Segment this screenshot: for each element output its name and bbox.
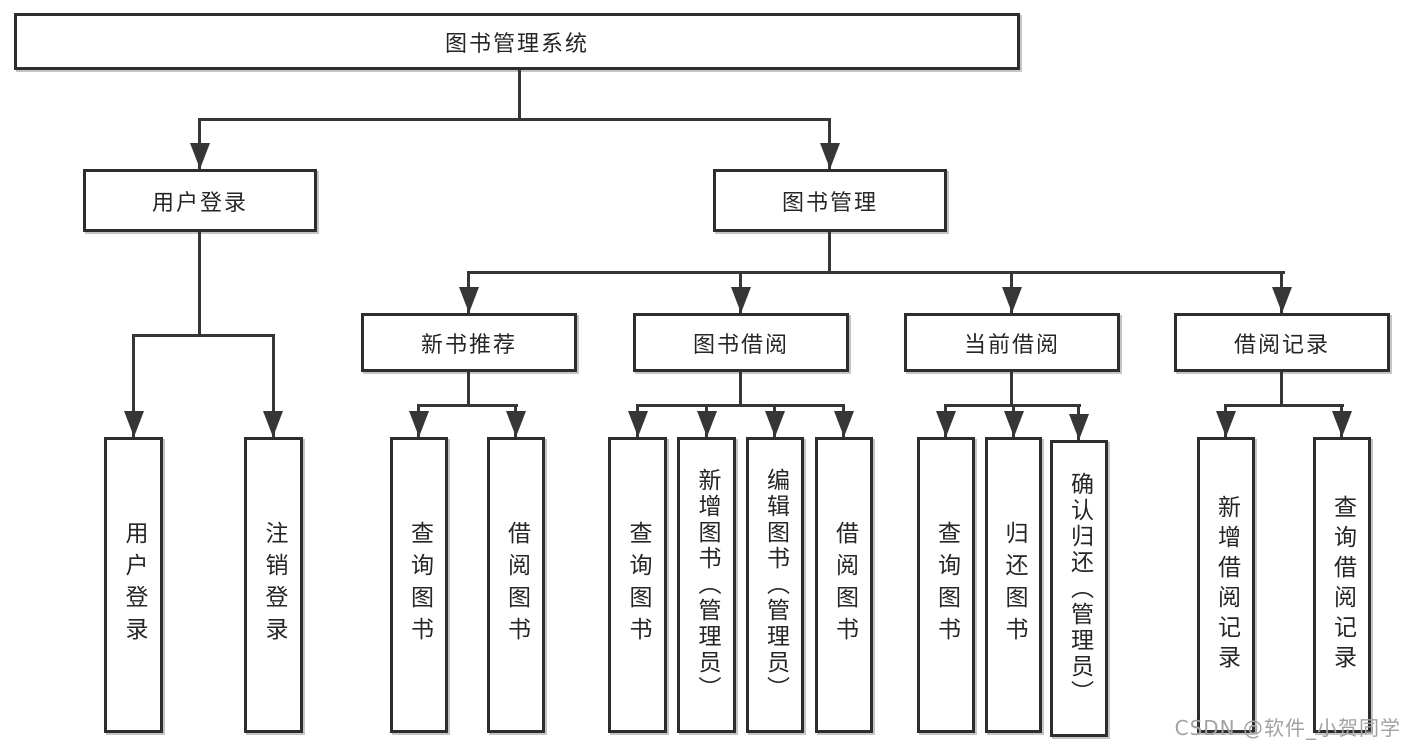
arrow-down-icon (697, 411, 717, 437)
connector-line (199, 118, 831, 121)
connector-line (1010, 372, 1013, 406)
node-label: 新增借阅记录 (1213, 495, 1240, 675)
arrow-down-icon (1272, 287, 1292, 313)
leaf-return-books: 归还图书 (985, 437, 1042, 733)
leaf-query-borrow-record: 查询借阅记录 (1313, 437, 1371, 733)
node-label: 查询图书 (625, 521, 651, 649)
node-book-borrowing: 图书借阅 (633, 313, 849, 372)
connector-line (418, 404, 518, 407)
arrow-down-icon (409, 411, 429, 437)
arrow-down-icon (124, 411, 144, 437)
node-label: 编辑图书（管理员） (762, 468, 789, 702)
node-label: 图书管理 (781, 190, 878, 216)
leaf-query-books-borrowing: 查询图书 (608, 437, 667, 733)
arrow-down-icon (1002, 287, 1022, 313)
node-current-borrowing: 当前借阅 (904, 313, 1120, 372)
node-label: 借阅图书 (503, 521, 530, 649)
leaf-query-books-recommend: 查询图书 (390, 437, 448, 733)
node-label: 用户登录 (121, 521, 147, 649)
connector-line (467, 372, 470, 406)
node-label: 查询图书 (406, 521, 433, 649)
leaf-edit-books-admin: 编辑图书（管理员） (746, 437, 804, 733)
arrow-down-icon (263, 411, 283, 437)
connector-line (828, 232, 831, 274)
arrow-down-icon (936, 411, 956, 437)
leaf-confirm-return-admin: 确认归还（管理员） (1050, 440, 1108, 737)
leaf-user-login: 用户登录 (104, 437, 163, 733)
connector-line (1225, 404, 1344, 407)
node-label: 当前借阅 (963, 332, 1060, 358)
connector-line (637, 404, 845, 407)
arrow-down-icon (765, 411, 785, 437)
leaf-add-books-admin: 新增图书（管理员） (677, 437, 736, 733)
arrow-down-icon (1216, 411, 1236, 437)
node-label: 归还图书 (1001, 521, 1027, 649)
node-label: 用户登录 (151, 190, 248, 216)
node-label: 查询图书 (933, 521, 960, 649)
node-label: 新增图书（管理员） (694, 468, 720, 702)
node-label: 图书借阅 (692, 332, 789, 358)
node-label: 查询借阅记录 (1329, 495, 1356, 675)
node-label: 新书推荐 (420, 332, 517, 358)
connector-line (739, 372, 742, 406)
connector-line (272, 334, 275, 437)
leaf-borrow-books: 借阅图书 (815, 437, 873, 733)
connector-line (133, 334, 275, 337)
node-label: 图书管理系统 (444, 31, 589, 57)
arrow-down-icon (190, 143, 210, 169)
node-label: 借阅记录 (1233, 332, 1330, 358)
node-label: 确认归还（管理员） (1066, 471, 1093, 706)
connector-line (1280, 372, 1283, 406)
connector-line (518, 70, 521, 121)
csdn-watermark: CSDN @软件_小贺同学 (1174, 716, 1401, 740)
connector-line (198, 232, 201, 336)
node-book-management: 图书管理 (713, 169, 947, 232)
node-borrow-records: 借阅记录 (1174, 313, 1390, 372)
leaf-logout: 注销登录 (244, 437, 303, 733)
arrow-down-icon (731, 287, 751, 313)
arrow-down-icon (834, 411, 854, 437)
connector-line (132, 334, 135, 437)
node-new-book-recommend: 新书推荐 (361, 313, 577, 372)
node-label: 注销登录 (261, 521, 287, 649)
arrow-down-icon (459, 287, 479, 313)
arrow-down-icon (506, 411, 526, 437)
leaf-add-borrow-record: 新增借阅记录 (1197, 437, 1255, 733)
leaf-borrow-books-recommend: 借阅图书 (487, 437, 545, 733)
leaf-query-books-current: 查询图书 (917, 437, 975, 733)
arrow-down-icon (628, 411, 648, 437)
node-library-system: 图书管理系统 (14, 13, 1020, 70)
node-label: 借阅图书 (831, 521, 858, 649)
arrow-down-icon (1332, 411, 1352, 437)
arrow-down-icon (820, 143, 840, 169)
node-user-login: 用户登录 (83, 169, 317, 232)
connector-line (468, 271, 1285, 274)
arrow-down-icon (1069, 414, 1089, 440)
arrow-down-icon (1004, 411, 1024, 437)
